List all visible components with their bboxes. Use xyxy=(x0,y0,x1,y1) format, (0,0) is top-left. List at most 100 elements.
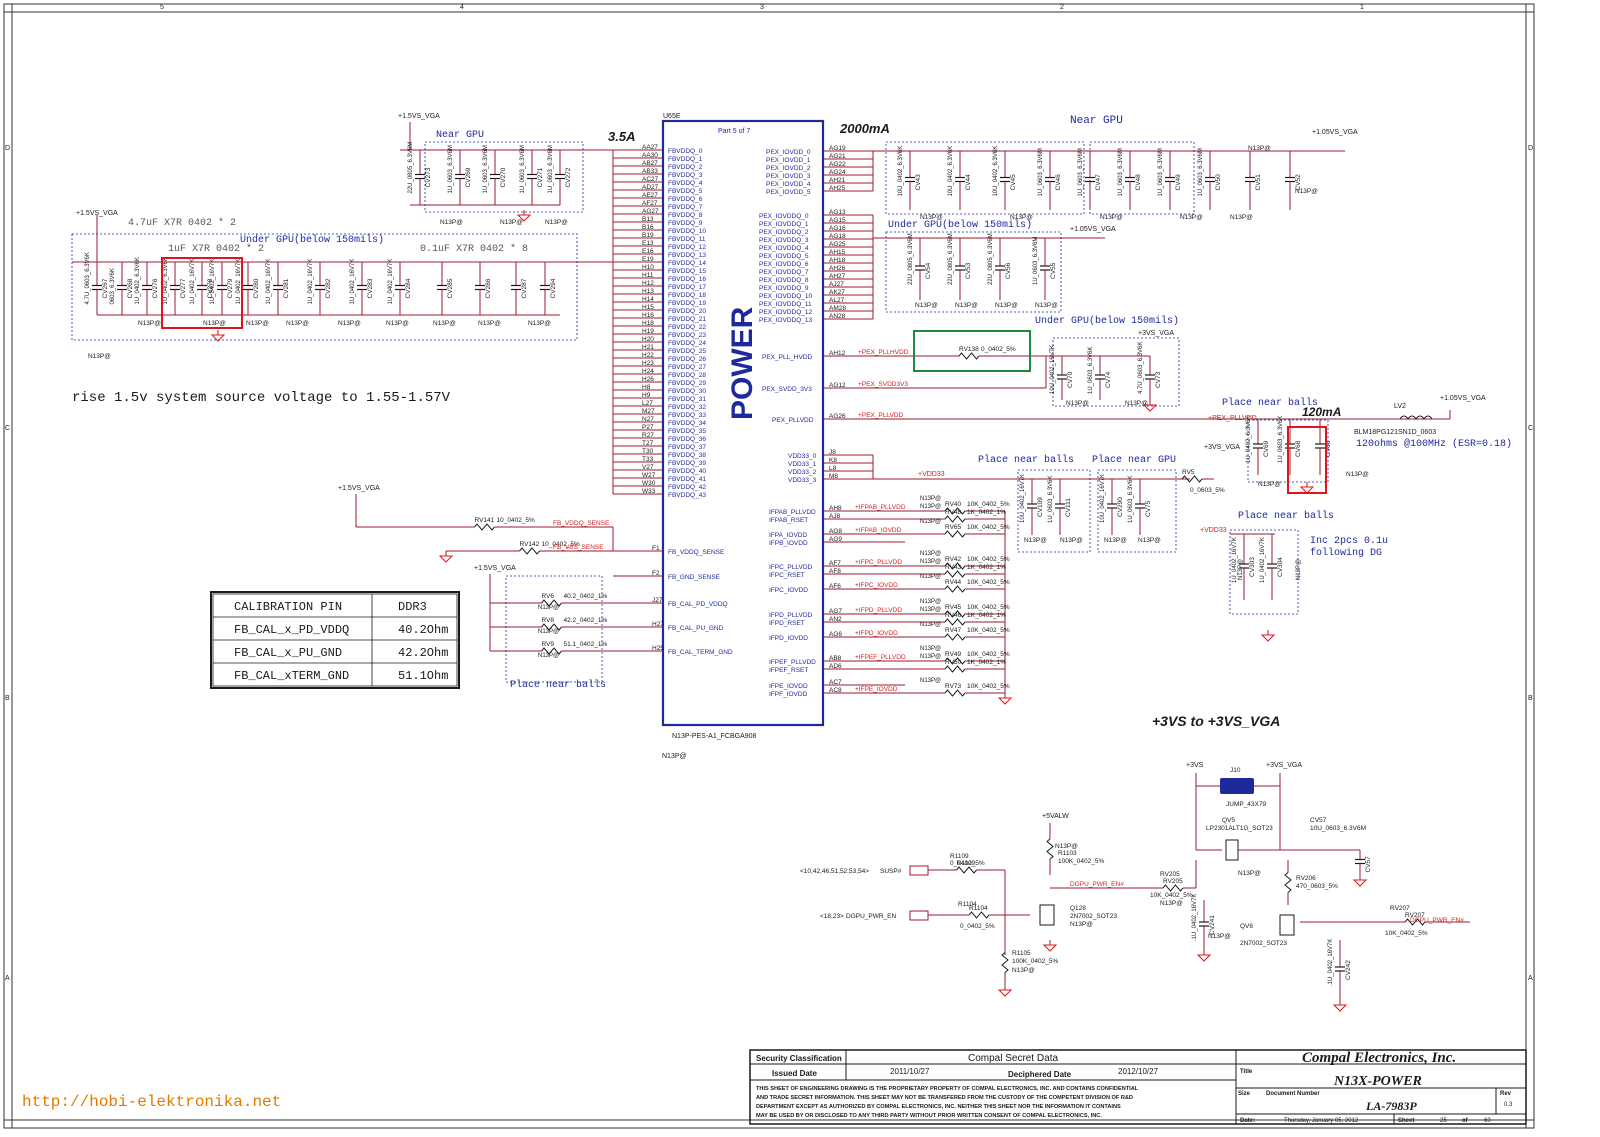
pin-ball: H18 xyxy=(642,320,654,327)
cap-ref: CV52 xyxy=(1295,174,1302,191)
cap-value: 22U_0805_6.3V6M xyxy=(408,142,414,194)
highlight-red-left xyxy=(161,257,243,329)
pin-name: PEX_IOVDDQ_0 xyxy=(759,213,809,220)
cap-ref: CV304 xyxy=(1277,557,1284,577)
frame-col-label: 4 xyxy=(460,4,464,11)
res-ref: RV49 xyxy=(945,651,962,658)
resistor-zigzag xyxy=(944,585,966,593)
tb-date-label: Date: xyxy=(1240,1118,1255,1124)
pin-ball: AA27 xyxy=(642,144,658,151)
pin-ball: H8 xyxy=(642,384,651,391)
pin-name: FBVDDQ_10 xyxy=(668,228,706,235)
frame-row-label: B xyxy=(1528,695,1533,702)
pin-ball: AG22 xyxy=(829,161,846,168)
variant-label: N13P@ xyxy=(915,302,938,309)
pin-name: FBVDDQ_38 xyxy=(668,452,706,459)
pin-ball: AC8 xyxy=(829,687,842,694)
cap-value: 1U_0603_6.3V6M xyxy=(1078,148,1084,196)
pin-name: PEX_IOVDDQ_9 xyxy=(759,285,809,292)
pin-name: IFPEF_PLLVDD xyxy=(769,659,816,666)
ic-power-label: POWER xyxy=(726,306,759,420)
nmos-ref: QV6 xyxy=(1240,923,1253,930)
place-near-gpu-label: Place near GPU xyxy=(1092,454,1176,466)
resistor-zigzag xyxy=(1181,475,1203,483)
dgpu-label: DGPU_PWR_EN xyxy=(846,913,897,920)
pin-ball: B13 xyxy=(642,216,654,223)
pin-name: PEX_IOVDDQ_5 xyxy=(759,253,809,260)
resistor-zigzag xyxy=(944,610,966,618)
pin-ball: AD27 xyxy=(642,184,659,191)
variant-label: N13P@ xyxy=(1104,537,1127,544)
cap-cv241: CV241.1U_0402_16V7K xyxy=(1192,894,1216,950)
pin-ball: W33 xyxy=(642,488,656,495)
cap-ref: CV287 xyxy=(521,278,528,298)
pin-name: FBVDDQ_34 xyxy=(668,420,706,427)
r1105 xyxy=(1001,940,1009,985)
res-ref: R1104 xyxy=(958,901,977,908)
near-gpu-label: Near GPU xyxy=(436,130,484,141)
cap-ref: CV69 xyxy=(1263,440,1270,457)
variant-label: N13P@ xyxy=(920,654,941,660)
pin-ball: H22 xyxy=(642,352,654,359)
pin-ball: L8 xyxy=(829,465,837,472)
ground-symbol xyxy=(1260,630,1276,642)
place-near-balls-4: Place near balls xyxy=(1238,510,1334,522)
variant-label: N13P@ xyxy=(920,504,941,510)
resistor-zigzag xyxy=(1001,952,1009,973)
fb-pin-ball: F2 xyxy=(652,570,660,577)
source-url: http://hobi-elektronika.net xyxy=(22,1093,281,1111)
jumper-value: JUMP_43X79 xyxy=(1226,801,1266,808)
cal-header-ddr3: DDR3 xyxy=(398,600,427,614)
res-ref: RV5 xyxy=(1182,469,1195,476)
res-value: 0_0402_5% xyxy=(960,923,995,930)
tb-deciphered-label: Deciphered Date xyxy=(1008,1070,1072,1079)
ferrite-bead xyxy=(1399,415,1433,420)
pin-ball: AB33 xyxy=(642,168,658,175)
res-ref: RV8 xyxy=(542,617,555,624)
cap-ref: CV54 xyxy=(925,262,932,279)
resistor-zigzag xyxy=(968,911,990,919)
pin-name: PEX_PLL_HVDD xyxy=(762,354,813,361)
pin-name: FBVDDQ_39 xyxy=(668,460,706,467)
res-ref: RV142 xyxy=(520,541,540,548)
pin-ball: H9 xyxy=(642,392,651,399)
pin-name: IFPAB_PLLVDD xyxy=(769,509,816,516)
rail-3vs-vga-sw: +3VS_VGA xyxy=(1266,762,1302,769)
resistor-zigzag xyxy=(944,515,966,523)
cap-value: 1U_0402_16V7K xyxy=(210,259,216,305)
tb-legal-3: DEPARTMENT EXCEPT AS AUTHORIZED BY COMPA… xyxy=(756,1104,1121,1110)
res-ref: R1109 xyxy=(957,860,976,867)
pin-ball: T27 xyxy=(642,440,654,447)
ground-triangle xyxy=(997,989,1013,997)
cap-ref: CV241 xyxy=(1209,915,1216,935)
variant-label: N13P@ xyxy=(920,496,941,502)
res-value: 10K_0402_5% xyxy=(967,524,1010,531)
pin-ball: AH25 xyxy=(829,185,846,192)
cap-ref: CV57 xyxy=(1310,817,1327,824)
pin-name: FBVDDQ_22 xyxy=(668,324,706,331)
cap-ref: CV48 xyxy=(1135,174,1142,191)
cap-value: 4.7U_0603_6.3V6K xyxy=(1138,342,1144,394)
under-gpu-right-box xyxy=(885,231,1062,313)
res-ref: RV9 xyxy=(542,641,555,648)
pin-ball: H11 xyxy=(642,272,654,279)
pin-ball: AH15 xyxy=(829,249,846,256)
cap-value: 1U_0603_6.3V6M xyxy=(1038,148,1044,196)
pin-name: PEX_IOVDDQ_11 xyxy=(759,301,812,308)
variant-label: N13P@ xyxy=(995,302,1018,309)
res-ref: RV141 xyxy=(475,517,495,524)
resistor-zigzag xyxy=(474,523,495,531)
cap-value: 10U_0402_16V7K xyxy=(1020,474,1026,523)
cap-value: 22U_0805_6.3V6M xyxy=(988,233,994,285)
pin-name: FBVDDQ_7 xyxy=(668,204,703,211)
pmos-value: LP2301ALT1G_SOT23 xyxy=(1206,825,1273,832)
cap-ref: CV270 xyxy=(500,167,507,187)
resistor-zigzag xyxy=(519,547,540,555)
